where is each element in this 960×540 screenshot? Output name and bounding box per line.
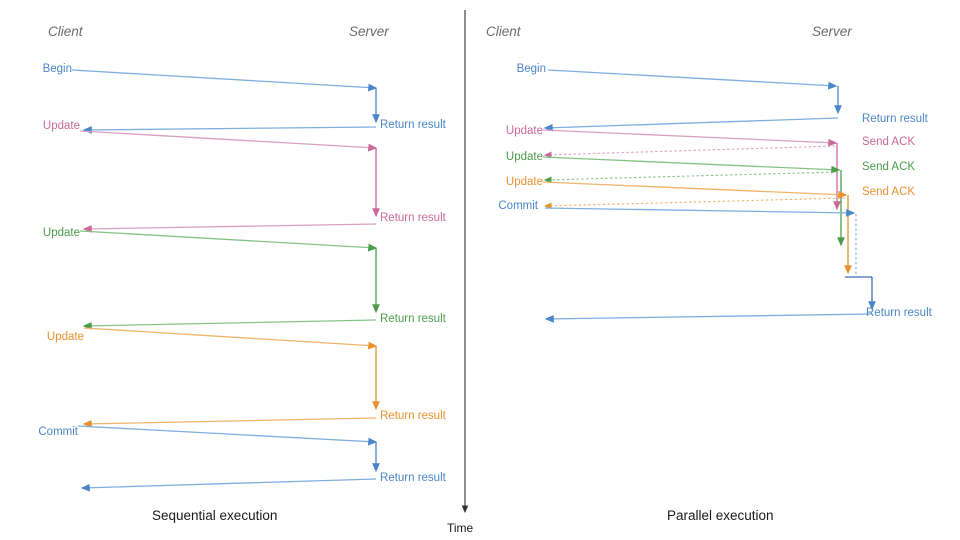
parallel-panel-arrows (542, 69, 876, 323)
sequential-server-header: Server (349, 24, 389, 39)
arrow-begin-request-p (547, 69, 838, 90)
seq-server-label-return-1: Return result (380, 119, 446, 131)
par-server-label-ack-3: Send ACK (862, 186, 916, 198)
parallel-server-header: Server (812, 24, 852, 39)
par-client-label-update-1: Update (505, 125, 543, 137)
arrow-return-final-p (544, 313, 873, 323)
arrow-return-5 (80, 478, 377, 492)
arrow-return-1 (82, 126, 377, 134)
seq-server-label-return-5: Return result (380, 472, 446, 484)
arrow-update-pink-request-p (542, 129, 838, 147)
arrow-return-1-p (543, 117, 839, 132)
par-client-label-update-2: Update (505, 151, 543, 163)
seq-client-label-begin: Begin (42, 63, 72, 75)
par-client-label-begin: Begin (516, 63, 546, 75)
seq-server-label-return-3: Return result (380, 313, 446, 325)
sequential-panel-arrows (71, 69, 380, 492)
arrow-send-ack-orange (543, 197, 846, 210)
par-server-label-ack-2: Send ACK (862, 161, 916, 173)
par-server-label-return-2: Return result (866, 307, 932, 319)
arrow-send-ack-green (543, 171, 839, 184)
seq-client-label-update-1: Update (42, 120, 80, 132)
arrow-update-green-request-p (542, 156, 841, 174)
seq-client-label-update-3: Update (46, 331, 84, 343)
arrow-commit-request-p (544, 207, 856, 217)
seq-client-label-commit: Commit (38, 426, 78, 438)
parallel-caption: Parallel execution (667, 508, 774, 523)
sequential-client-header: Client (48, 24, 83, 39)
arrow-update-orange-request-p (542, 181, 848, 199)
arrow-commit-request (77, 425, 378, 446)
time-axis-label: Time (447, 521, 474, 535)
arrow-update-green-request (79, 230, 378, 252)
arrow-return-3 (82, 319, 377, 330)
arrow-return-4 (82, 417, 377, 428)
parallel-client-header: Client (486, 24, 521, 39)
par-server-label-ack-1: Send ACK (862, 136, 916, 148)
arrow-update-orange-request (83, 327, 378, 350)
par-client-label-commit: Commit (498, 200, 538, 212)
par-client-label-update-3: Update (505, 176, 543, 188)
par-server-label-return-1: Return result (862, 113, 928, 125)
seq-server-label-return-4: Return result (380, 410, 446, 422)
arrow-return-2 (82, 223, 377, 233)
arrow-send-ack-pink (543, 145, 836, 159)
sequential-caption: Sequential execution (152, 508, 278, 523)
seq-client-label-update-2: Update (42, 227, 80, 239)
arrow-begin-request (71, 69, 378, 92)
arrow-update-pink-request (79, 130, 378, 152)
seq-server-label-return-2: Return result (380, 212, 446, 224)
